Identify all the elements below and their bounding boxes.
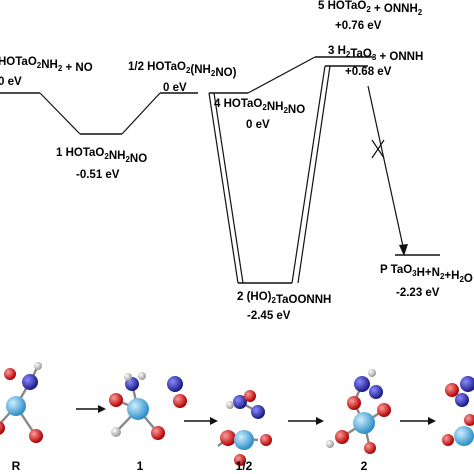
label-3-line2: +0.68 eV bbox=[345, 66, 392, 78]
subscript: 2 bbox=[366, 5, 371, 14]
structure-label-1: 1 bbox=[137, 459, 144, 473]
structure-1 bbox=[109, 372, 187, 440]
subscript: 2 bbox=[262, 103, 267, 112]
structure-arrows bbox=[76, 405, 436, 425]
label-1: 1 HOTaO2NH2NO -0.51 eV bbox=[56, 147, 150, 181]
structure-label-1-2: 1/2 bbox=[236, 459, 253, 473]
label-4-line2: 0 eV bbox=[246, 119, 270, 131]
label-3: 3 H2TaO3 + ONNH +0.68 eV bbox=[328, 45, 427, 78]
label-segment: 1 HOTaO bbox=[56, 147, 104, 159]
label-segment: + ONNH bbox=[376, 51, 423, 63]
subscript: 2 bbox=[346, 50, 351, 59]
label-segment: NH bbox=[267, 101, 284, 113]
structure-label-2: 2 bbox=[361, 459, 368, 473]
subscript: 2 bbox=[418, 8, 423, 17]
label-segment: TaO bbox=[350, 48, 372, 60]
label-2-line1: 2 (HO)2TaOONNH bbox=[237, 291, 331, 306]
label-5: 5 HOTaO2 + ONNH2 +0.76 eV bbox=[318, 0, 425, 32]
structure-2 bbox=[326, 369, 391, 454]
label-1-2-line2: 0 eV bbox=[163, 82, 187, 94]
label-5-line1: 5 HOTaO2 + ONNH2 bbox=[318, 0, 423, 17]
subscript: 2 bbox=[58, 64, 63, 73]
label-segment: NO bbox=[130, 153, 147, 165]
label-P-line2: -2.23 eV bbox=[396, 287, 440, 299]
label-segment: + NO bbox=[62, 62, 92, 74]
subscript: 2 bbox=[211, 69, 216, 78]
label-5-line2: +0.76 eV bbox=[335, 20, 382, 32]
label-segment: O bbox=[464, 273, 473, 285]
subscript: 2 bbox=[440, 272, 445, 281]
label-R-line1: HOTaO2NH2 + NO bbox=[0, 56, 93, 74]
subscript: 2 bbox=[186, 66, 191, 75]
label-segment: NO) bbox=[215, 67, 236, 79]
label-1-line2: -0.51 eV bbox=[76, 169, 120, 181]
label-P-line1: P TaO3H+N2+H2O bbox=[380, 264, 473, 285]
label-segment: NO bbox=[288, 104, 305, 116]
structure-3 bbox=[442, 376, 474, 446]
label-segment: + ONNH bbox=[371, 3, 418, 15]
label-4: 4 HOTaO2NH2NO 0 eV bbox=[214, 98, 308, 131]
structure-1-2 bbox=[217, 390, 272, 466]
label-segment: 4 HOTaO bbox=[214, 98, 262, 110]
structure-labels: R 1 1/2 2 bbox=[12, 459, 368, 473]
label-segment: 2 (HO) bbox=[237, 291, 272, 303]
structure-R bbox=[0, 362, 43, 443]
label-segment: NH bbox=[109, 150, 126, 162]
subscript: 3 bbox=[412, 269, 417, 278]
label-segment: P TaO bbox=[380, 264, 412, 276]
label-2-line2: -2.45 eV bbox=[247, 310, 291, 322]
subscript: 2 bbox=[125, 155, 130, 164]
subscript: 3 bbox=[372, 53, 377, 62]
label-2: 2 (HO)2TaOONNH -2.45 eV bbox=[237, 291, 335, 322]
label-R: HOTaO2NH2 + NO 0 eV bbox=[0, 56, 96, 88]
label-4-line1: 4 HOTaO2NH2NO bbox=[214, 98, 305, 116]
label-segment: NH bbox=[41, 59, 58, 71]
blocked-path-arrow bbox=[367, 85, 408, 256]
label-segment: TaOONNH bbox=[276, 294, 331, 306]
label-1-2: 1/2 HOTaO2(NH2NO) 0 eV bbox=[128, 61, 240, 94]
subscript: 2 bbox=[37, 61, 42, 70]
subscript: 2 bbox=[459, 275, 464, 284]
label-segment: +H bbox=[444, 270, 459, 282]
label-3-line1: 3 H2TaO3 + ONNH bbox=[328, 45, 423, 63]
label-segment: (NH bbox=[190, 64, 210, 76]
label-segment: H+N bbox=[417, 267, 440, 279]
label-segment: 5 HOTaO bbox=[318, 0, 366, 12]
label-segment: HOTaO bbox=[0, 56, 37, 68]
connectors bbox=[39, 56, 331, 284]
label-segment: 3 H bbox=[328, 45, 346, 57]
label-1-line1: 1 HOTaO2NH2NO bbox=[56, 147, 147, 165]
subscript: 2 bbox=[104, 152, 109, 161]
label-R-line2: 0 eV bbox=[0, 76, 22, 88]
structure-label-R: R bbox=[12, 459, 21, 473]
subscript: 2 bbox=[283, 106, 288, 115]
state-labels: HOTaO2NH2 + NO 0 eV 1 HOTaO2NH2NO -0.51 … bbox=[0, 0, 474, 322]
label-P: P TaO3H+N2+H2O -2.23 eV bbox=[380, 264, 474, 299]
subscript: 2 bbox=[272, 296, 277, 305]
label-segment: 1/2 HOTaO bbox=[128, 61, 186, 73]
energy-levels bbox=[0, 56, 440, 284]
label-1-2-line1: 1/2 HOTaO2(NH2NO) bbox=[128, 61, 237, 79]
